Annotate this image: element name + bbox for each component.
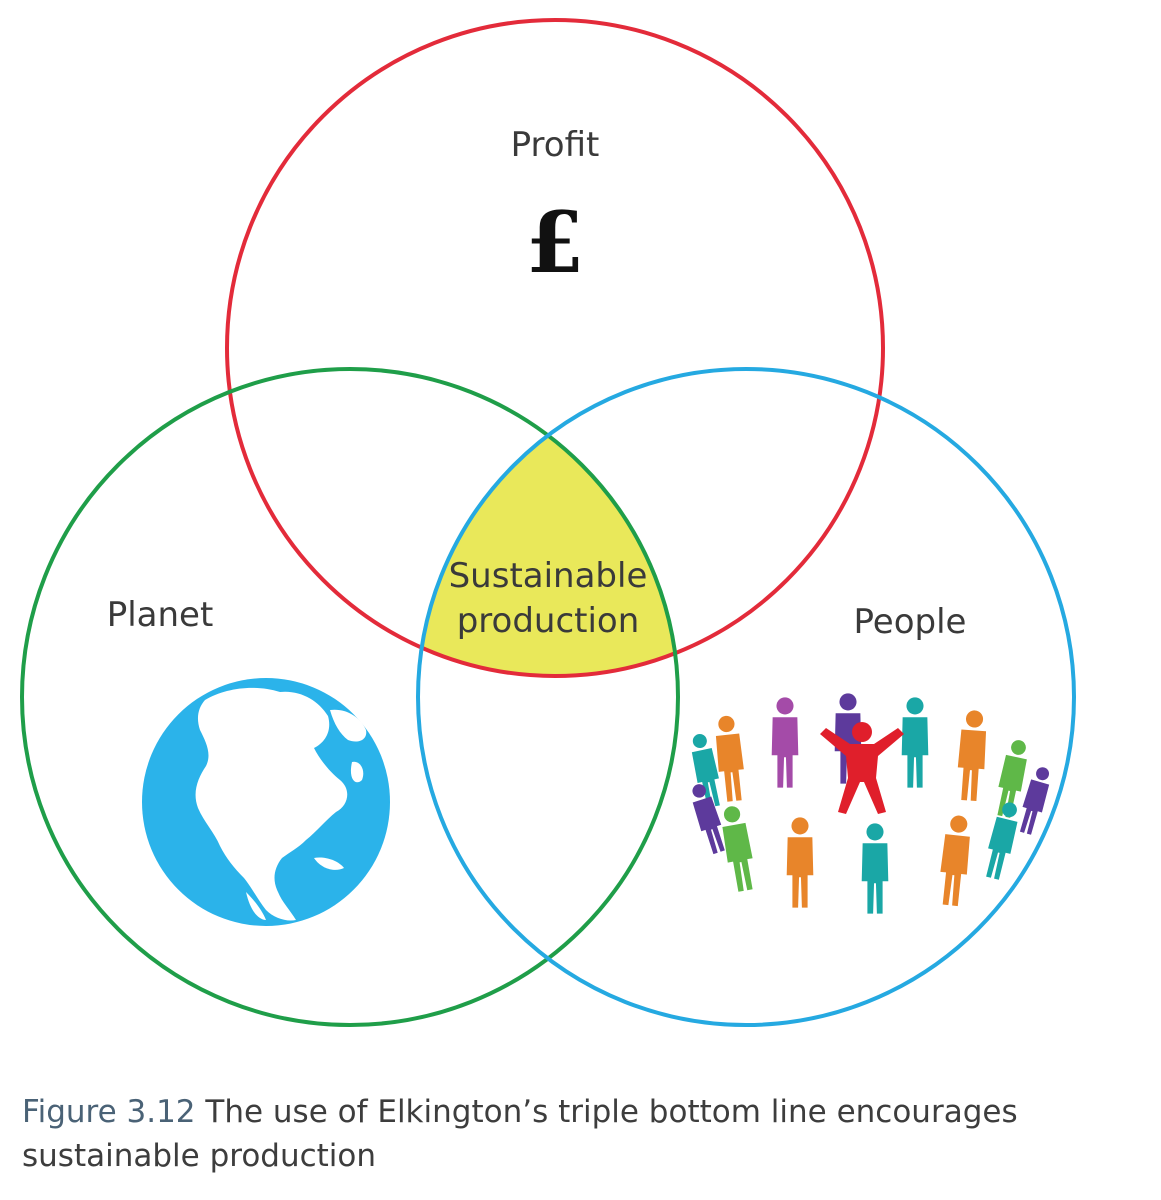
- center-label-line1: Sustainable: [449, 556, 648, 596]
- person-figure-highlight: [820, 722, 904, 814]
- center-label-line2: production: [457, 601, 640, 641]
- person-figure: [771, 697, 799, 788]
- person-figure: [691, 733, 720, 808]
- figure-caption: Figure 3.12 The use of Elkington’s tripl…: [22, 1090, 1152, 1178]
- person-figure: [986, 802, 1018, 880]
- sustainable-production-region: [418, 369, 678, 676]
- people-label: People: [854, 602, 967, 642]
- pound-icon: £: [526, 193, 584, 292]
- planet-label: Planet: [107, 595, 214, 635]
- caption-text: The use of Elkington’s triple bottom lin…: [22, 1094, 1018, 1174]
- profit-label: Profit: [511, 125, 600, 165]
- profit-circle: [225, 18, 885, 678]
- venn-diagram: Profit £ Planet People Sustainable produ…: [20, 18, 1076, 1027]
- earth-globe-icon: [138, 674, 394, 930]
- people-crowd-icon: [691, 693, 1050, 914]
- person-figure: [1019, 767, 1050, 835]
- person-figure: [692, 784, 725, 855]
- person-figure: [997, 740, 1027, 818]
- people-circle: [416, 367, 1076, 1027]
- person-figure: [715, 715, 744, 802]
- person-figure: [957, 710, 987, 802]
- person-figure: [861, 823, 889, 914]
- person-figure: [940, 815, 970, 907]
- person-figure: [722, 806, 753, 892]
- figure-label: Figure 3.12: [22, 1094, 196, 1130]
- person-figure: [786, 817, 814, 908]
- person-figure: [901, 697, 929, 788]
- planet-circle: [20, 367, 680, 1027]
